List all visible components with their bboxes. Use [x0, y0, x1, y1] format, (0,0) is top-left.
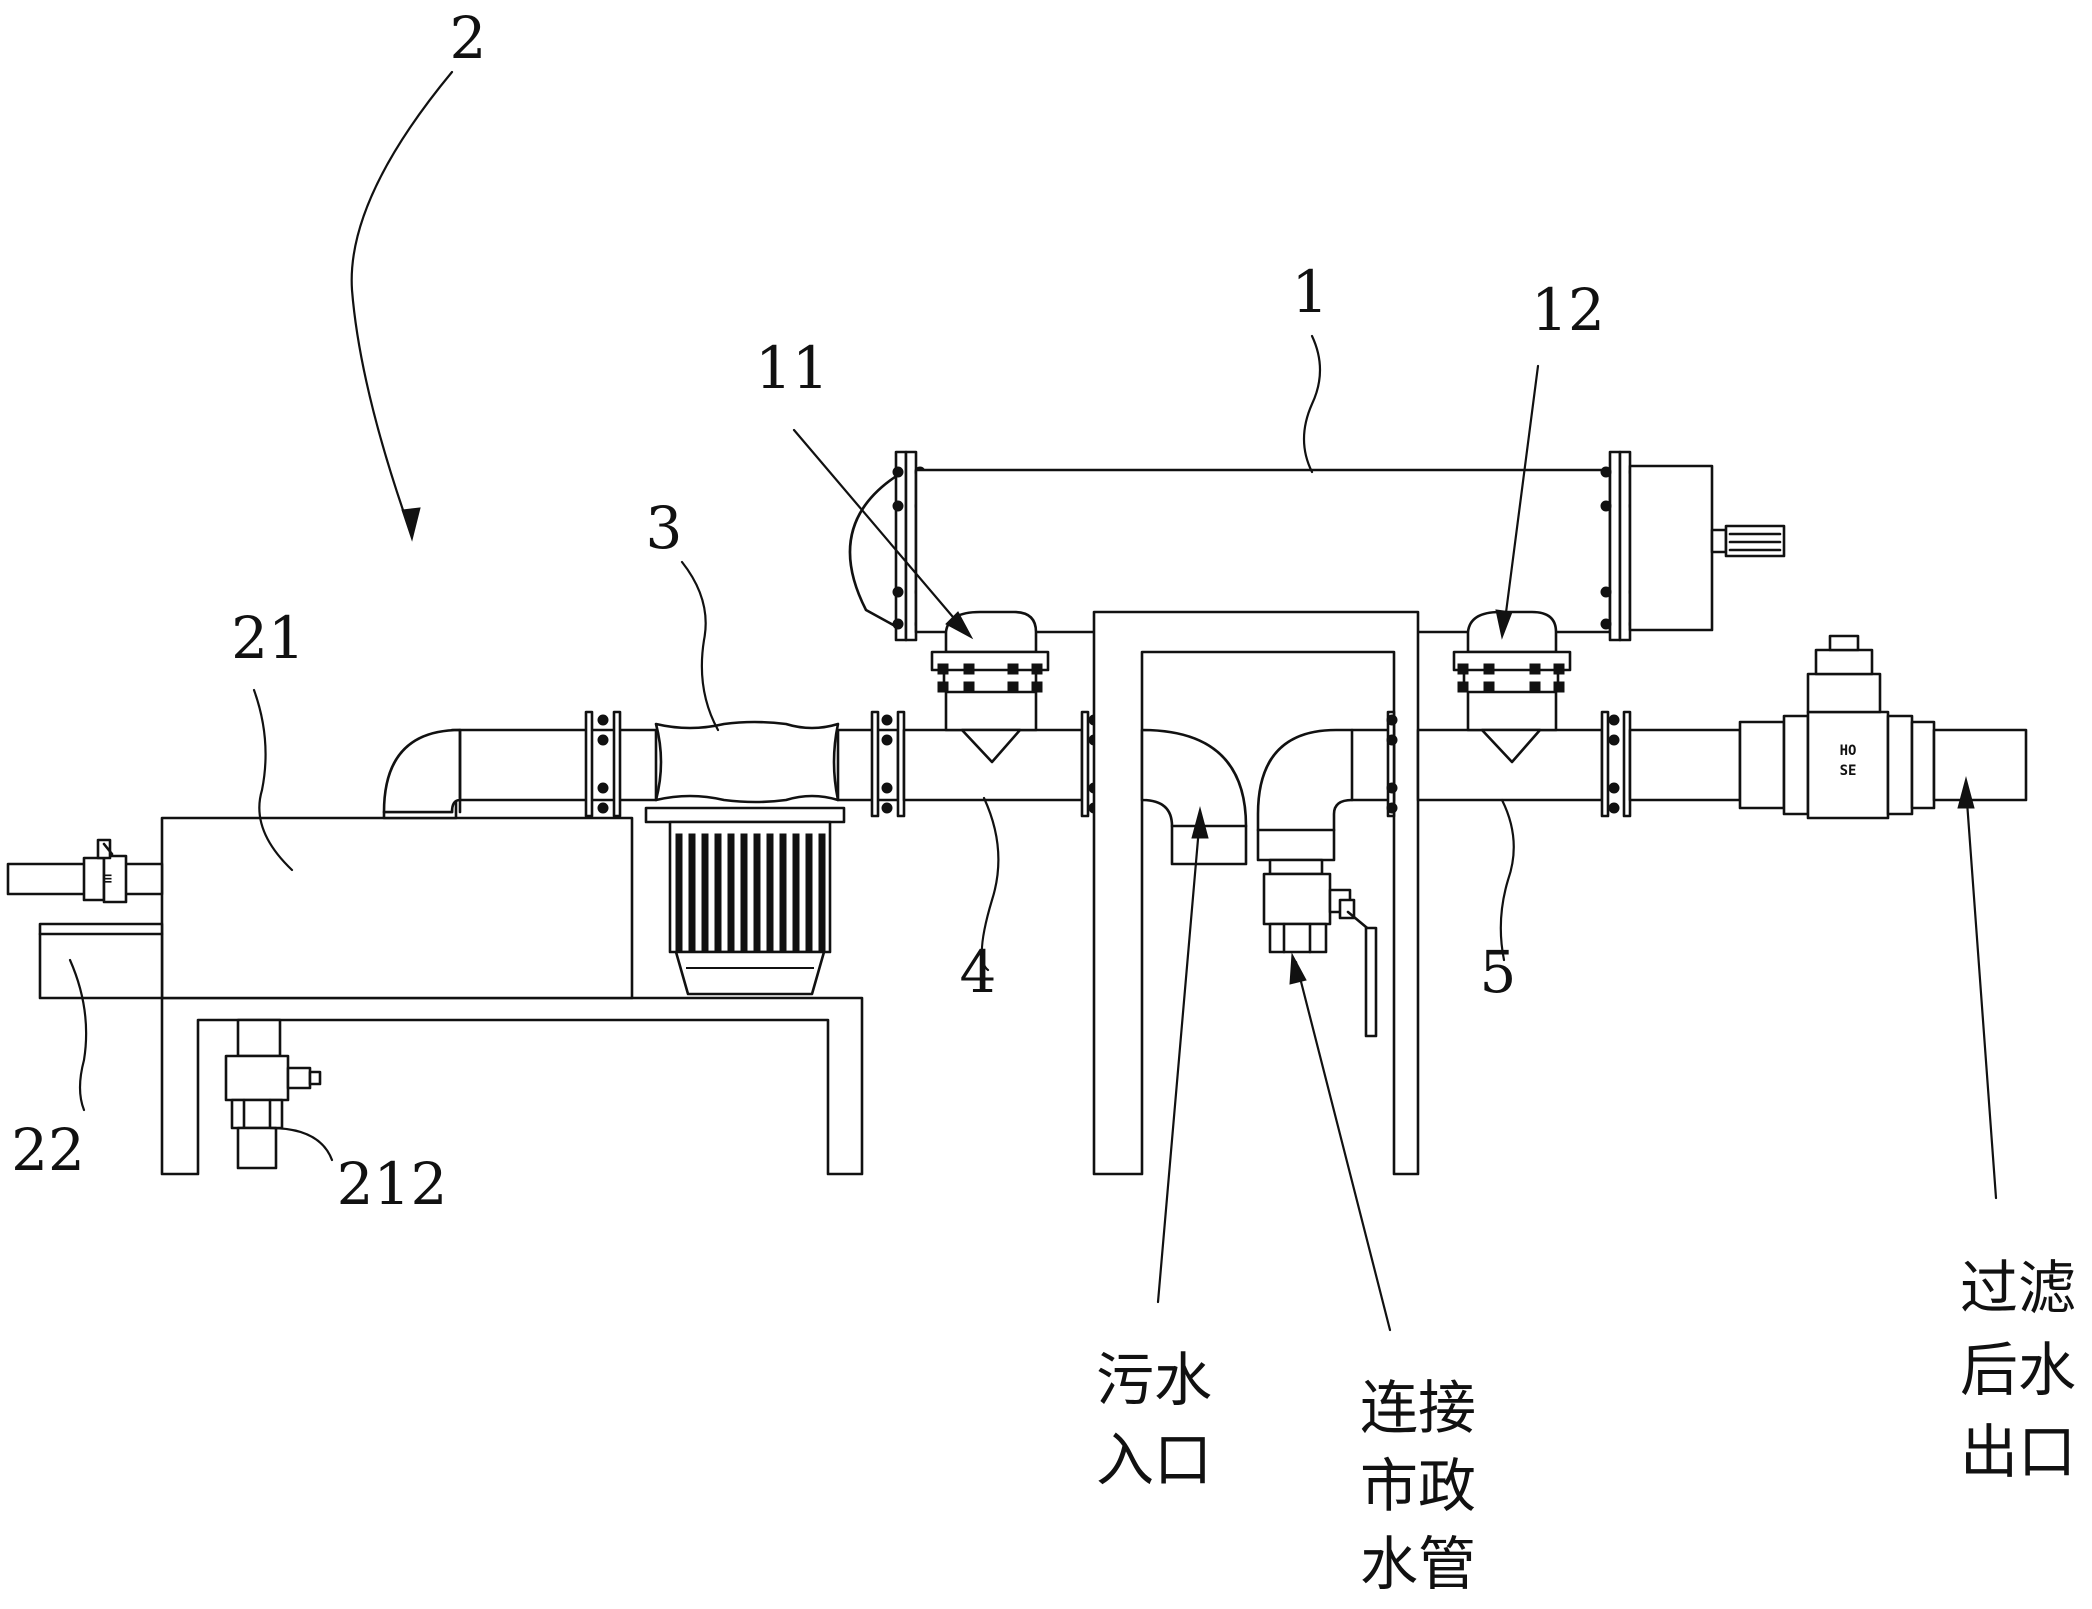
- box-22: [38, 922, 164, 1000]
- municipal-valve: [1262, 858, 1378, 1038]
- number-labels: 2 1 11 12 3 21 4 5 22 212: [11, 4, 1605, 1218]
- left-pipe-valve: ≡: [6, 838, 164, 904]
- callout-municipal-pipe-line2: 市政: [1360, 1452, 1476, 1520]
- label-5: 5: [1480, 938, 1517, 1006]
- pipe-5: [1386, 710, 1742, 818]
- callout-sewage-inlet-line1: 污水: [1096, 1346, 1212, 1414]
- label-4: 4: [960, 938, 997, 1006]
- connector-11: [930, 610, 1050, 764]
- drain-valve-212: [224, 1018, 322, 1170]
- municipal-elbow: [1256, 728, 1396, 862]
- valve-marking-line1: HO: [1840, 743, 1857, 759]
- filter-housing-1: [848, 450, 1786, 642]
- outlet-valve: HO SE: [1738, 634, 2028, 820]
- label-12: 12: [1531, 276, 1605, 344]
- callout-municipal-pipe-line3: 水管: [1360, 1530, 1476, 1598]
- label-3: 3: [646, 494, 683, 562]
- pump-motor-fins: [675, 833, 826, 953]
- sewage-inlet-elbow: [1140, 728, 1248, 866]
- callout-sewage-inlet-line2: 入口: [1096, 1426, 1212, 1494]
- label-21: 21: [231, 604, 305, 672]
- label-212: 212: [337, 1150, 448, 1218]
- callout-filtered-outlet: 过滤 后水 出口: [1960, 1254, 2076, 1486]
- elbow-tank: [382, 728, 592, 820]
- callout-municipal-pipe: 连接 市政 水管: [1360, 1374, 1476, 1598]
- leader-lines: [68, 70, 1998, 1332]
- connector-12: [1452, 610, 1572, 764]
- pipe-left-flanged: [584, 710, 658, 818]
- label-1: 1: [1292, 258, 1329, 326]
- pump-3: [644, 720, 846, 996]
- base-stand: [160, 996, 864, 1176]
- callout-filtered-outlet-line1: 过滤: [1960, 1254, 2076, 1322]
- callout-filtered-outlet-line2: 后水: [1960, 1336, 2076, 1404]
- label-11: 11: [755, 334, 829, 402]
- valve-marking-line2: SE: [1840, 763, 1857, 779]
- label-2: 2: [450, 4, 487, 72]
- callout-municipal-pipe-line1: 连接: [1360, 1374, 1476, 1442]
- svg-text:≡: ≡: [104, 871, 112, 887]
- tank-21: [160, 816, 634, 1000]
- callout-filtered-outlet-line3: 出口: [1960, 1418, 2076, 1486]
- label-22: 22: [11, 1116, 85, 1184]
- center-frame: [1092, 610, 1420, 1176]
- callout-sewage-inlet: 污水 入口: [1096, 1346, 1212, 1494]
- motor-icon: [1710, 524, 1786, 558]
